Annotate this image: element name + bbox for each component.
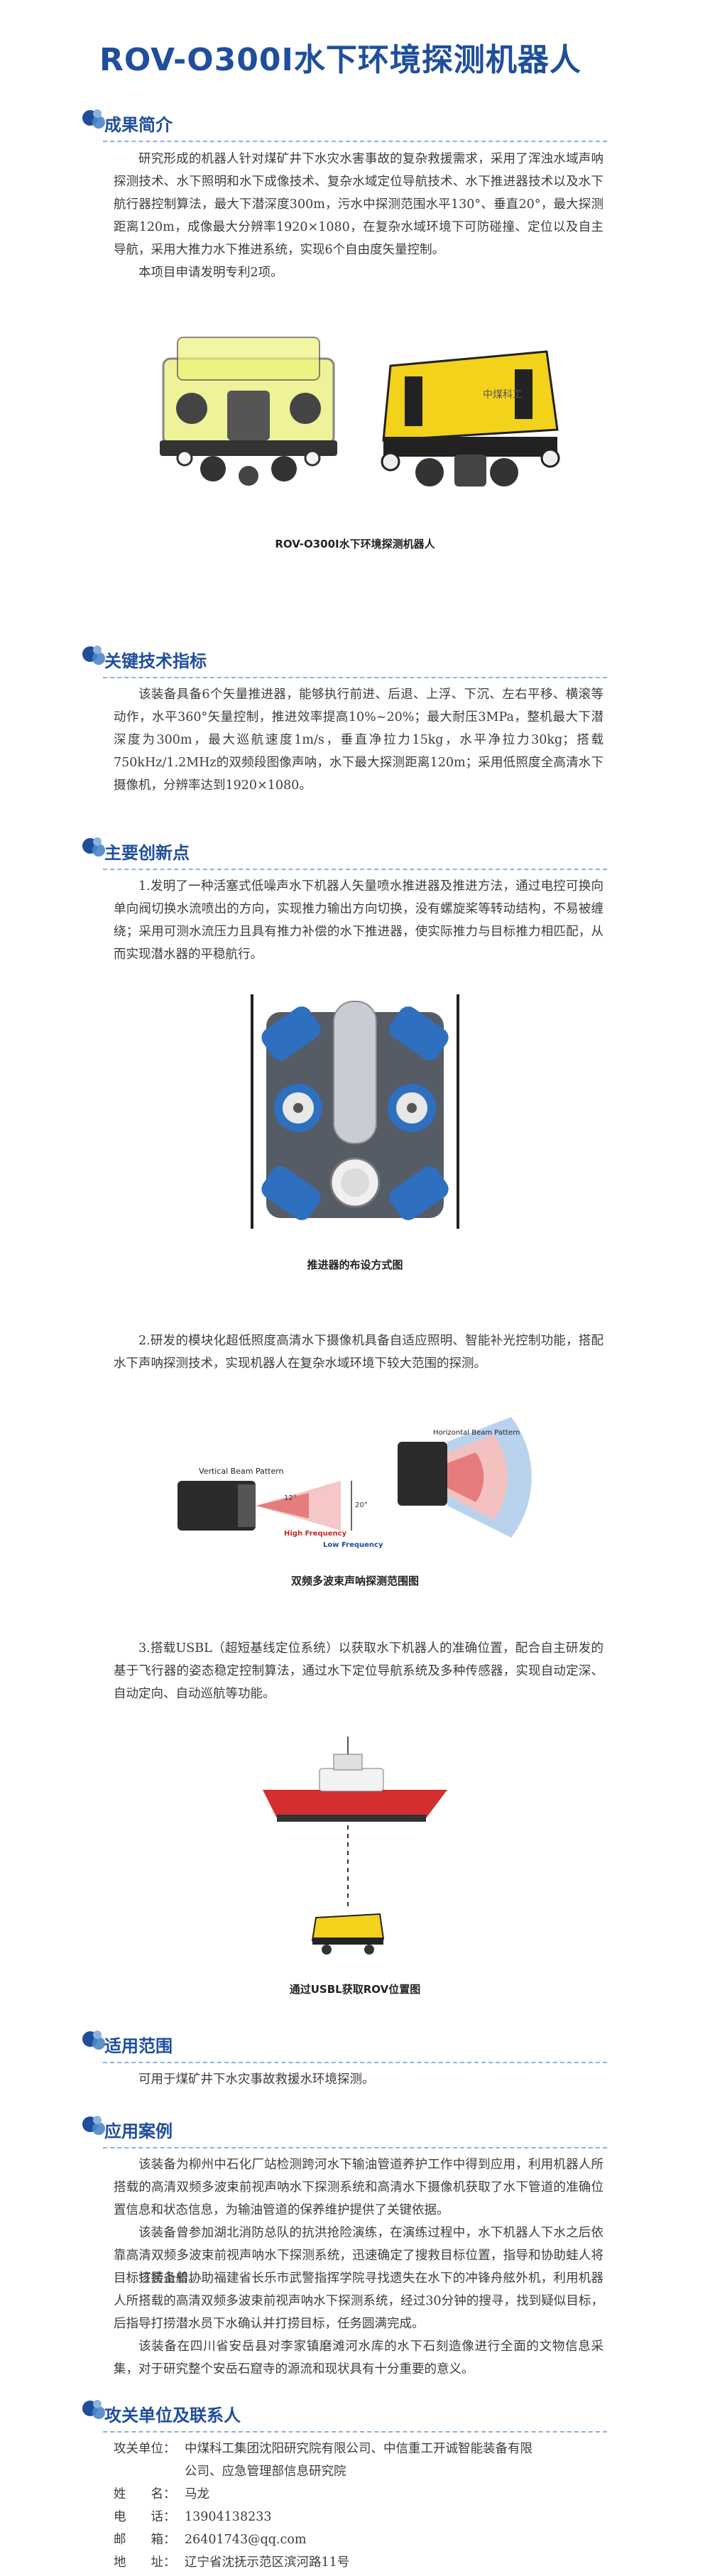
- vertical-beam-label: Vertical Beam Pattern: [199, 1467, 284, 1476]
- sonar-range-figure: Vertical Beam Pattern 12° 20° High Frequ…: [178, 1413, 575, 1552]
- thruster-layout-figure: [245, 994, 465, 1229]
- contact-unit-line2: 公司、应急管理部信息研究院: [185, 2464, 346, 2479]
- horizontal-beam-label: Horizontal Beam Pattern: [433, 1429, 520, 1437]
- section-title-specs: 关键技术指标: [104, 651, 207, 671]
- summary-patent-note: 本项目申请发明专利2项。: [138, 266, 283, 280]
- innovation-item-2: 2.研发的模块化超低照度高清水下摄像机具备自适应照明、智能补光控制功能，搭配水下…: [114, 1334, 604, 1371]
- section-bullet-icon: [82, 109, 105, 129]
- figure-caption-usbl: 通过USBL获取ROV位置图: [289, 1983, 421, 1996]
- section-title-contact: 攻关单位及联系人: [104, 2406, 241, 2425]
- section-divider: [103, 869, 607, 870]
- section-bullet-icon: [82, 837, 105, 857]
- section-header-summary: 成果简介: [82, 107, 607, 146]
- angle-vertical-label: 20°: [355, 1501, 368, 1509]
- innovation-item-3: 3.搭载USBL（超短基线定位系统）以获取水下机器人的准确位置，配合自主研发的基…: [114, 1641, 604, 1701]
- section-divider: [103, 2062, 607, 2063]
- contact-unit-row: 攻关单位： 中煤科工集团沈阳研究院有限公司、中信重工开诚智能装备有限: [114, 2438, 532, 2460]
- sonar-range-image: Vertical Beam Pattern 12° 20° High Frequ…: [178, 1417, 532, 1549]
- contact-email-value: 26401743@qq.com: [185, 2533, 307, 2547]
- contact-phone-value: 13904138233: [185, 2510, 272, 2524]
- section-title-summary: 成果简介: [104, 115, 173, 135]
- low-frequency-label: Low Frequency: [323, 1541, 383, 1549]
- contact-email-label: 邮 箱：: [114, 2533, 176, 2547]
- section-header-specs: 关键技术指标: [82, 643, 607, 683]
- robot-photo-image: 中煤科工: [381, 350, 560, 487]
- contact-name-row: 姓 名： 马龙: [114, 2483, 209, 2506]
- thruster-layout-image: [245, 994, 465, 1229]
- high-frequency-label: High Frequency: [284, 1530, 347, 1538]
- section-header-innovation: 主要创新点: [82, 835, 607, 874]
- contact-email-row: 邮 箱： 26401743@qq.com: [114, 2528, 306, 2551]
- scope-paragraph: 可用于煤矿井下水灾事故救援水环境探测。: [138, 2072, 375, 2087]
- contact-unit-row-2: 公司、应急管理部信息研究院: [185, 2460, 346, 2483]
- section-divider: [103, 2431, 607, 2433]
- section-divider: [103, 677, 607, 678]
- case-paragraph-1: 该装备为柳州中石化厂站检测跨河水下输油管道养护工作中得到应用，利用机器人所搭载的…: [114, 2158, 604, 2217]
- contact-address-value: 辽宁省沈抚示范区滨河路11号: [185, 2555, 350, 2570]
- page-title: ROV-O300I水下环境探测机器人: [99, 42, 581, 78]
- robot-frame-render: [142, 316, 355, 501]
- section-header-contact: 攻关单位及联系人: [82, 2397, 607, 2437]
- contact-address-row: 地 址： 辽宁省沈抚示范区滨河路11号: [114, 2551, 349, 2574]
- usbl-image: [263, 1737, 447, 1955]
- figure-caption-sonar: 双频多波束声呐探测范围图: [290, 1575, 419, 1587]
- robot-brand-label: 中煤科工: [483, 389, 523, 401]
- case-paragraph-4: 该装备在四川省安岳县对李家镇磨滩河水库的水下石刻造像进行全面的文物信息采集，对于…: [114, 2339, 604, 2376]
- section-bullet-icon: [82, 2031, 105, 2050]
- figure-caption-robot: ROV-O300I水下环境探测机器人: [275, 538, 435, 550]
- section-title-cases: 应用案例: [104, 2121, 173, 2141]
- section-bullet-icon: [82, 2400, 105, 2419]
- section-header-cases: 应用案例: [82, 2113, 607, 2153]
- robot-photo: 中煤科工: [362, 323, 575, 501]
- section-header-scope: 适用范围: [82, 2028, 607, 2067]
- case-paragraph-2: 该装备曾参加湖北消防总队的抗洪抢险演练，在演练过程中，水下机器人下水之后依靠高清…: [114, 2226, 604, 2286]
- usbl-figure: [248, 1733, 462, 1960]
- summary-paragraph: 研究形成的机器人针对煤矿井下水灾水害事故的复杂救援需求，采用了浑浊水域声呐探测技…: [114, 152, 604, 257]
- innovation-item-1: 1.发明了一种活塞式低噪声水下机器人矢量喷水推进器及推进方法，通过电控可换向单向…: [114, 879, 604, 962]
- contact-phone-label: 电 话：: [114, 2510, 176, 2524]
- section-title-innovation: 主要创新点: [104, 843, 190, 863]
- contact-unit-label: 攻关单位：: [114, 2442, 176, 2456]
- angle-small-label: 12°: [284, 1494, 297, 1502]
- contact-address-label: 地 址：: [114, 2555, 176, 2570]
- section-divider: [103, 2147, 607, 2148]
- figure-caption-thrusters: 推进器的布设方式图: [307, 1259, 403, 1271]
- contact-phone-row: 电 话： 13904138233: [114, 2506, 271, 2528]
- section-title-scope: 适用范围: [104, 2036, 173, 2056]
- section-divider: [103, 141, 607, 142]
- case-paragraph-3: 该装备曾协助福建省长乐市武警指挥学院寻找遗失在水下的冲锋舟舷外机，利用机器人所搭…: [114, 2271, 604, 2331]
- contact-name-value: 马龙: [185, 2487, 209, 2501]
- section-bullet-icon: [82, 646, 105, 665]
- section-bullet-icon: [82, 2116, 105, 2135]
- contact-unit-line1: 中煤科工集团沈阳研究院有限公司、中信重工开诚智能装备有限: [185, 2442, 532, 2456]
- contact-name-label: 姓 名：: [114, 2487, 176, 2501]
- specs-paragraph: 该装备具备6个矢量推进器，能够执行前进、后退、上浮、下沉、左右平移、横滚等动作，…: [114, 688, 604, 793]
- robot-frame-image: [160, 337, 337, 486]
